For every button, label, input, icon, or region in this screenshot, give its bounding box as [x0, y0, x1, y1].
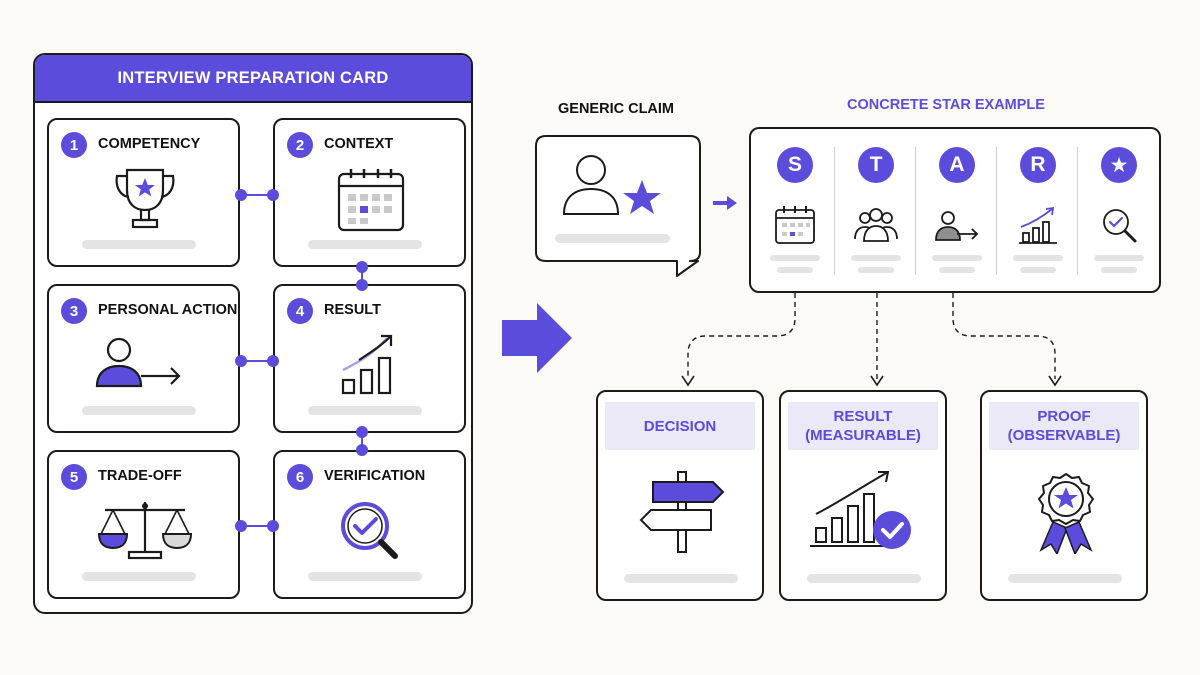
placeholder-bar: [82, 572, 196, 581]
person-arrow-icon: [935, 211, 979, 241]
placeholder-bar: [308, 240, 422, 249]
star-badge-icon: ★: [1101, 147, 1137, 183]
small-arrow-icon: [713, 196, 737, 210]
step-number: 4: [287, 298, 313, 324]
placeholder-bar: [82, 240, 196, 249]
step-card-context: 2 CONTEXT: [273, 118, 466, 267]
generic-claim-label: GENERIC CLAIM: [558, 101, 674, 117]
star-example-panel: S T A: [749, 127, 1161, 293]
placeholder-bar: [858, 267, 894, 273]
outcome-label: PROOF (OBSERVABLE): [989, 402, 1139, 450]
step-title: VERIFICATION: [324, 468, 426, 484]
placeholder-bar: [1094, 255, 1144, 261]
placeholder-bar: [1013, 255, 1063, 261]
placeholder-bar: [777, 267, 813, 273]
balance-scale-icon: [97, 502, 193, 560]
placeholder-bar: [308, 572, 422, 581]
placeholder-bar: [1020, 267, 1056, 273]
placeholder-bar: [1101, 267, 1137, 273]
step-title: PERSONAL ACTION: [98, 302, 238, 318]
dashed-connector: [687, 293, 1056, 379]
transition-arrow-icon: [502, 303, 572, 373]
placeholder-bar: [932, 255, 982, 261]
placeholder-bar: [1008, 574, 1122, 583]
star-column-action: A: [917, 129, 997, 291]
placeholder-bar: [308, 406, 422, 415]
step-card-verification: 6 VERIFICATION: [273, 450, 466, 599]
step-card-personal-action: 3 PERSONAL ACTION: [47, 284, 240, 433]
star-example-label: CONCRETE STAR EXAMPLE: [847, 97, 1045, 113]
step-number: 1: [61, 132, 87, 158]
step-title: RESULT: [324, 302, 381, 318]
placeholder-bar: [555, 234, 670, 243]
step-number: 5: [61, 464, 87, 490]
award-badge-icon: [1038, 473, 1094, 554]
star-column-result: R: [998, 129, 1078, 291]
step-title: TRADE-OFF: [98, 468, 182, 484]
star-letter-badge: R: [1020, 147, 1056, 183]
growth-chart-icon: [1019, 206, 1057, 244]
step-card-trade-off: 5 TRADE-OFF: [47, 450, 240, 599]
placeholder-bar: [939, 267, 975, 273]
star-column-proof: ★: [1079, 129, 1159, 291]
person-arrow-icon: [95, 337, 181, 388]
person-star-icon: [562, 155, 661, 215]
star-letter-badge: A: [939, 147, 975, 183]
trophy-icon: [115, 168, 175, 229]
chart-check-icon: [810, 471, 911, 549]
outcome-label: DECISION: [605, 402, 755, 450]
speech-bubble: [535, 135, 701, 277]
star-column-task: T: [836, 129, 916, 291]
preparation-card-title: INTERVIEW PREPARATION CARD: [35, 55, 471, 103]
growth-chart-icon: [341, 334, 393, 395]
signpost-icon: [639, 471, 725, 553]
preparation-card: INTERVIEW PREPARATION CARD 1 COMPETENCY …: [33, 53, 473, 614]
placeholder-bar: [82, 406, 196, 415]
magnifier-check-icon: [341, 502, 398, 559]
placeholder-bar: [770, 255, 820, 261]
step-title: CONTEXT: [324, 136, 394, 152]
step-number: 3: [61, 298, 87, 324]
step-card-competency: 1 COMPETENCY: [47, 118, 240, 267]
outcome-card-decision: DECISION: [596, 390, 764, 601]
calendar-icon: [337, 169, 405, 232]
step-number: 6: [287, 464, 313, 490]
placeholder-bar: [807, 574, 921, 583]
star-letter-badge: S: [777, 147, 813, 183]
team-icon: [854, 208, 898, 242]
connector-arrowhead: [681, 375, 1062, 387]
outcome-card-result: RESULT (MEASURABLE): [779, 390, 947, 601]
step-title: COMPETENCY: [98, 136, 201, 152]
star-column-situation: S: [755, 129, 835, 291]
placeholder-bar: [624, 574, 738, 583]
step-number: 2: [287, 132, 313, 158]
placeholder-bar: [851, 255, 901, 261]
outcome-label: RESULT (MEASURABLE): [788, 402, 938, 450]
step-card-result: 4 RESULT: [273, 284, 466, 433]
magnifier-check-icon: [1103, 209, 1137, 243]
outcome-card-proof: PROOF (OBSERVABLE): [980, 390, 1148, 601]
star-letter-badge: T: [858, 147, 894, 183]
calendar-icon: [775, 206, 815, 244]
